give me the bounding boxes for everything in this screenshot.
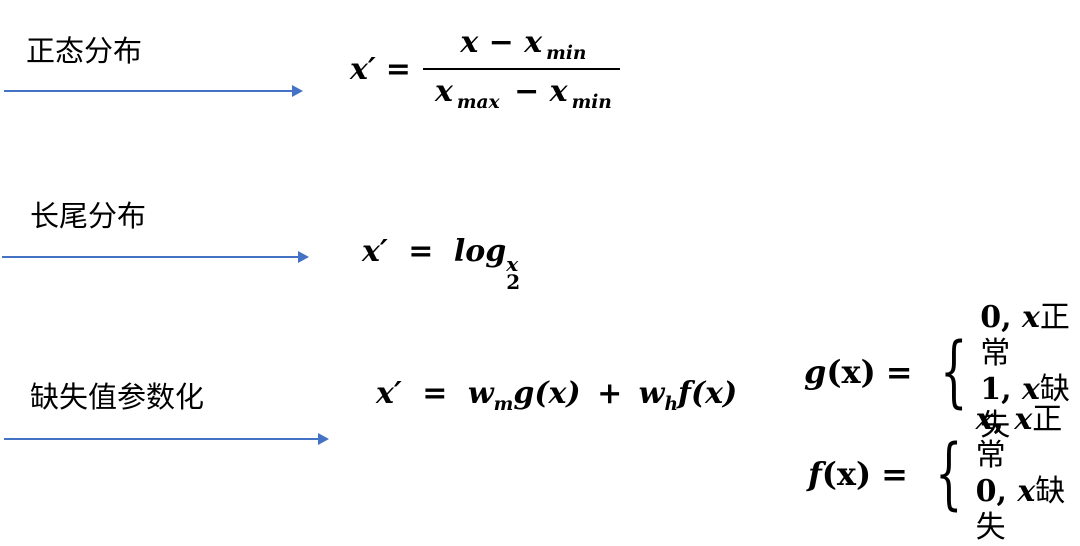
label-long-tail: 长尾分布 — [30, 199, 147, 233]
fraction-bar — [422, 68, 620, 70]
piecewise-f: f(x) = { x, x正常 0, x缺失 — [808, 402, 1066, 545]
eq-sign: = — [385, 51, 411, 87]
left-brace-icon: { — [935, 429, 963, 519]
piecewise-g: g(x) = { 0, x正常 1, x缺失 — [804, 300, 1070, 443]
eq-missing: x′ = wmg(x) + whf(x) — [376, 376, 738, 415]
label-missing: 缺失值参数化 — [30, 380, 205, 414]
arrow-missing — [4, 433, 329, 445]
arrow-normal — [4, 85, 303, 97]
left-brace-icon: { — [939, 327, 968, 417]
eq-lhs: x′ — [350, 51, 376, 87]
arrow-long-tail — [2, 251, 309, 263]
label-normal: 正态分布 — [26, 34, 143, 68]
